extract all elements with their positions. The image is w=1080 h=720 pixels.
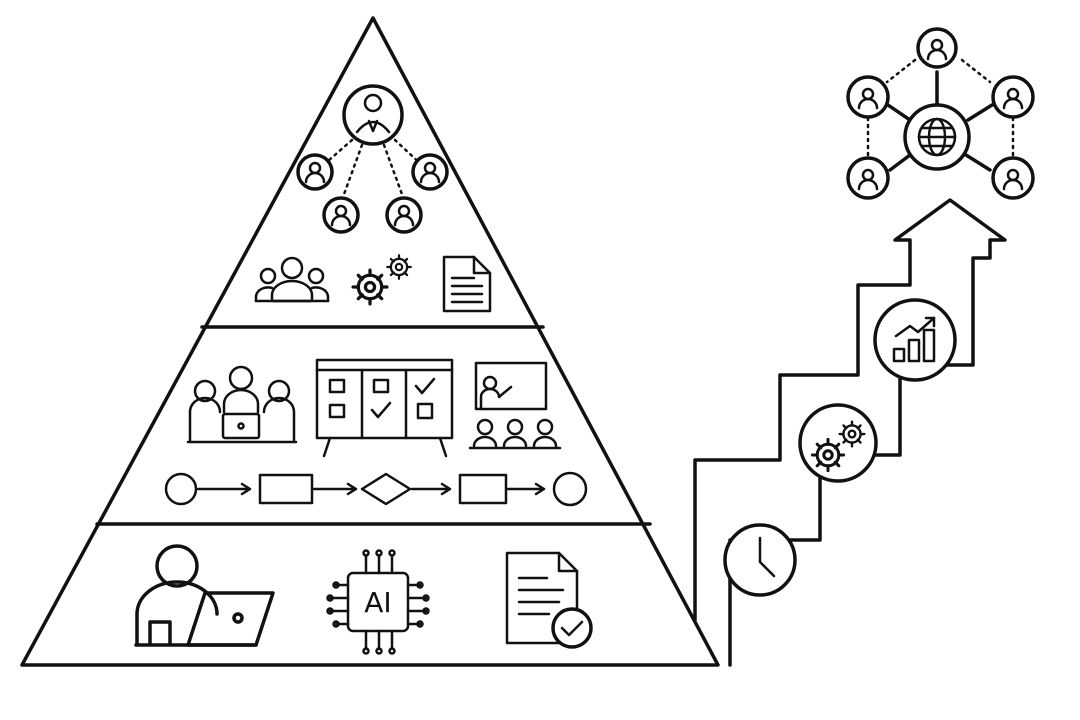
- network-user-icon: [846, 75, 890, 119]
- network-user-icon: [846, 156, 890, 200]
- team-icon: [254, 256, 330, 303]
- team-member-icon: [322, 196, 360, 234]
- growth-chart-icon: [873, 298, 957, 382]
- growth-staircase: [693, 198, 1007, 667]
- process-flow-icon: [164, 471, 588, 507]
- team-member-icon: [296, 153, 334, 191]
- globe-icon: [903, 103, 971, 171]
- person-laptop-icon: [134, 544, 275, 647]
- ai-chip-icon: [326, 549, 430, 655]
- meeting-icon: [186, 365, 298, 444]
- task-board-icon: [315, 358, 454, 458]
- global-network-icon: [846, 27, 1035, 200]
- org-hierarchy-icon: [296, 84, 449, 234]
- pyramid-tier-middle: [164, 358, 588, 507]
- network-user-icon: [916, 27, 958, 69]
- network-user-icon: [991, 156, 1035, 200]
- pyramid-tier-bottom: AI: [134, 544, 593, 655]
- pyramid-tier-top: [254, 84, 492, 313]
- pyramid: [20, 16, 720, 667]
- presentation-icon: [468, 361, 562, 450]
- team-member-icon: [411, 153, 449, 191]
- executive-icon: [342, 84, 404, 146]
- pyramid-outline: [20, 16, 720, 667]
- clock-icon: [723, 523, 797, 597]
- ai-chip-label: AI: [364, 586, 391, 619]
- gears-icon: [798, 403, 878, 483]
- approved-document-icon: [505, 551, 593, 649]
- document-icon: [442, 255, 492, 313]
- gears-icon: [351, 254, 412, 306]
- network-user-icon: [991, 75, 1035, 119]
- team-member-icon: [385, 196, 423, 234]
